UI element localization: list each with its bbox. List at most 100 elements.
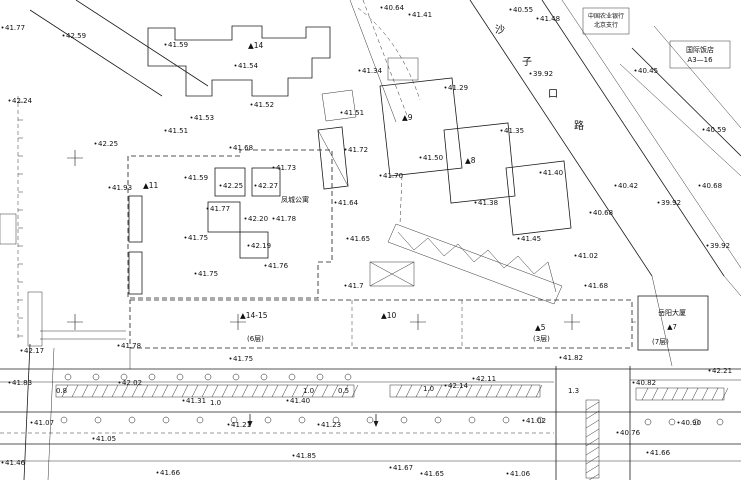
median-hatch-line [161, 384, 169, 398]
spot-elevation-dot [184, 176, 187, 179]
spot-elevation-dot [156, 471, 159, 474]
building-outline [0, 213, 17, 245]
spot-elevation-dot [657, 201, 660, 204]
spot-elevation-dot [272, 217, 275, 220]
median-hatch-line [711, 387, 719, 401]
spot-elevation-dot [8, 381, 11, 384]
median-hatch-line [61, 384, 69, 398]
tree-symbol [176, 373, 184, 381]
spot-elevation-dot [616, 431, 619, 434]
labels-layer: 41.7740.6441.4140.5541.4842.5941.5941.54… [1, 4, 732, 478]
spot-elevation-label: 42.25 [223, 182, 243, 190]
spot-elevation-dot [317, 423, 320, 426]
spot-elevation-label: 41.50 [423, 154, 443, 162]
tree-symbol [716, 418, 724, 426]
tree-symbol [128, 416, 136, 424]
path-edge [349, 0, 397, 123]
building-number-label: ▲14-15 [240, 311, 268, 320]
tree-symbol [288, 373, 296, 381]
spot-elevation-label: 41.78 [121, 342, 141, 350]
median-hatch-line [151, 384, 159, 398]
left-road-edge [47, 347, 55, 480]
boundaries-layer [17, 96, 638, 369]
floor-count-label: (7层) [652, 338, 669, 346]
median-hatch-line [221, 384, 229, 398]
spot-elevation-label: 41.06 [510, 470, 531, 478]
tree-symbol [536, 416, 544, 424]
median-hatch-line [191, 384, 199, 398]
spot-elevation-label: 42.11 [476, 375, 496, 383]
spot-elevation-dot [229, 146, 232, 149]
tree-symbol [120, 373, 128, 381]
building-outline [207, 201, 241, 233]
dimension-label: 1.0 [303, 387, 314, 395]
crossed-structure-diagonals [369, 261, 415, 287]
spot-elevation-dot [344, 284, 347, 287]
spot-elevation-label: 41.45 [521, 235, 541, 243]
spot-elevation-dot [420, 472, 423, 475]
spot-elevation-dot [344, 148, 347, 151]
spot-elevation-dot [234, 64, 237, 67]
spot-elevation-label: 41.35 [504, 127, 524, 135]
spot-elevation-dot [164, 129, 167, 132]
spot-elevation-dot [536, 17, 539, 20]
median-hatch-line [121, 384, 129, 398]
median-hatch-line [141, 384, 149, 398]
tree-symbol [668, 418, 676, 426]
median-hatch-line [301, 384, 309, 398]
spot-elevation-label: 41.21 [231, 421, 251, 429]
spot-elevation-label: 40.68 [593, 209, 613, 217]
spot-elevation-label: 41.77 [5, 24, 25, 32]
spot-elevation-dot [379, 174, 382, 177]
spot-elevation-label: 41.67 [393, 464, 413, 472]
building-outline [251, 167, 281, 197]
spot-elevation-label: 41.51 [344, 109, 364, 117]
spot-elevation-dot [634, 69, 637, 72]
road-edge [75, 0, 209, 87]
spot-elevation-dot [286, 399, 289, 402]
grid-cross [67, 150, 83, 166]
spot-elevation-label: 41.77 [210, 205, 230, 213]
road-median [635, 387, 725, 401]
spot-elevation-label: 41.72 [348, 146, 368, 154]
street-edge-continuation [651, 275, 673, 367]
spot-elevation-dot [509, 8, 512, 11]
corner-road-edge [631, 47, 741, 157]
tree-symbol [162, 416, 170, 424]
street-name-char: 沙 [495, 24, 505, 36]
spot-elevation-dot [474, 201, 477, 204]
spot-elevation-label: 41.05 [96, 435, 116, 443]
tree-symbol [94, 416, 102, 424]
median-hatch-line [445, 384, 453, 398]
spot-elevation-label: 41.65 [350, 235, 370, 243]
spot-elevation-dot [706, 244, 709, 247]
median-hatch-line [585, 428, 600, 438]
spot-elevation-dot [182, 399, 185, 402]
spot-elevation-label: 40.68 [702, 182, 722, 190]
spot-elevation-dot [117, 344, 120, 347]
spot-elevation-label: 41.31 [186, 397, 206, 405]
median-hatch-line [231, 384, 239, 398]
median-hatch-line [671, 387, 679, 401]
spot-elevation-label: 42.24 [12, 97, 33, 105]
spot-elevation-dot [227, 423, 230, 426]
spot-elevation-dot [94, 142, 97, 145]
tree-symbol [64, 373, 72, 381]
building-outline [387, 57, 419, 81]
spot-elevation-label: 42.27 [258, 182, 278, 190]
median-hatch-line [535, 384, 543, 398]
spot-elevation-label: 41.93 [112, 184, 132, 192]
floor-count-label: (6层) [247, 335, 264, 343]
median-hatch-line [585, 455, 600, 465]
spot-elevation-label: 41.38 [478, 199, 498, 207]
spot-elevation-dot [92, 437, 95, 440]
corner-road-edge [653, 25, 741, 129]
spot-elevation-dot [1, 26, 4, 29]
spot-elevation-dot [254, 184, 257, 187]
spot-elevation-dot [244, 217, 247, 220]
hotel-name: 国际饭店 [686, 45, 714, 54]
annotation-boxes-layer: 中国农业银行 北京支行 国际饭店 A3—16 岳阳大厦 ▲7 凤城公寓 [281, 7, 731, 331]
spot-elevation-label: 42.20 [248, 215, 268, 223]
spot-elevation-label: 39.92 [710, 242, 730, 250]
spot-elevation-dot [247, 244, 250, 247]
